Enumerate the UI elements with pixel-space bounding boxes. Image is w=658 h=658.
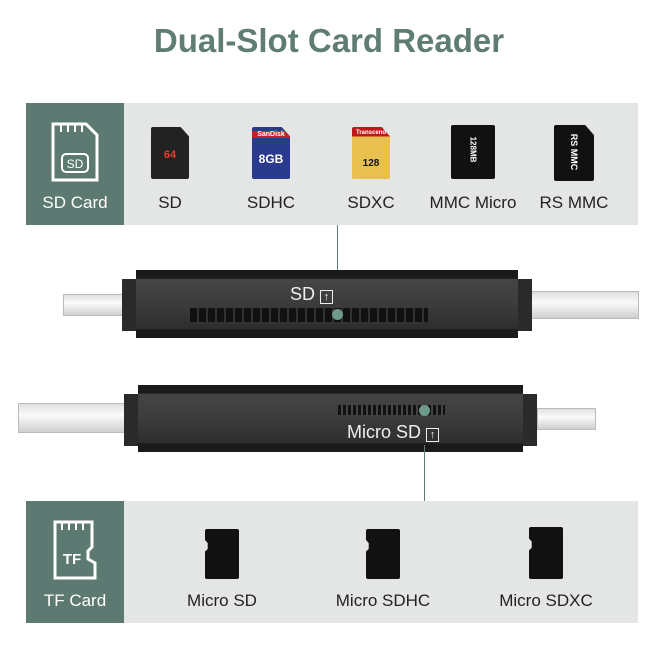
usb-c-plug (537, 408, 596, 430)
svg-text:SD: SD (67, 157, 84, 171)
sd-card-label: SD Card (42, 193, 108, 212)
card-micro-sdxc: Micro SDXC (491, 501, 601, 623)
sd-card-image: 64 (151, 127, 189, 179)
tf-card-panel: TF TF Card Micro SD Micro SDHC Micro SDX… (26, 501, 638, 623)
svg-text:TF: TF (63, 551, 81, 568)
micro-sdxc-card-image (529, 527, 563, 579)
sd-pointer-line (337, 225, 338, 314)
card-label: Micro SDHC (335, 591, 431, 610)
card-label: Micro SDXC (499, 591, 593, 610)
sd-card-icon: SD (51, 122, 99, 182)
sd-slot (190, 308, 428, 322)
card-sd: 64 SD (115, 103, 225, 225)
end-cap (516, 279, 532, 331)
card-label: SDXC (347, 193, 395, 212)
end-cap (124, 394, 140, 446)
reader-sd-side (136, 270, 518, 338)
microsd-slot (338, 405, 445, 415)
tf-card-category: TF TF Card (26, 501, 124, 623)
end-cap (122, 279, 138, 331)
microsd-pointer-line (424, 445, 425, 501)
sd-card-category: SD SD Card (26, 103, 124, 225)
microsd-slot-label: Micro SD ↑ (347, 422, 440, 443)
micro-sd-card-image (205, 529, 239, 579)
page-title: Dual-Slot Card Reader (153, 22, 505, 59)
insert-arrow-icon: ↑ (320, 290, 334, 304)
card-micro-sd: Micro SD (167, 501, 277, 623)
card-label: Micro SD (187, 591, 257, 610)
card-label: SD (158, 193, 182, 212)
card-label: MMC Micro (429, 193, 517, 212)
mmc-micro-card-image: 128MB (451, 125, 495, 179)
rs-mmc-card-image: RS MMC (554, 125, 594, 181)
insert-arrow-icon: ↑ (426, 428, 440, 442)
card-rs-mmc: RS MMC RS MMC (519, 103, 629, 225)
card-label: RS MMC (539, 193, 609, 212)
sd-slot-marker (332, 309, 343, 320)
card-micro-sdhc: Micro SDHC (328, 501, 438, 623)
sd-slot-label: SD ↑ (290, 284, 334, 305)
micro-sdhc-card-image (366, 529, 400, 579)
end-cap (521, 394, 537, 446)
microsd-slot-marker (419, 405, 430, 416)
card-label: SDHC (246, 193, 296, 212)
usb-a-plug (18, 403, 126, 433)
usb-c-plug (63, 294, 125, 316)
usb-a-plug (530, 291, 639, 319)
card-mmc-micro: 128MB MMC Micro (418, 103, 528, 225)
reader-microsd-side (138, 385, 523, 452)
tf-card-label: TF Card (43, 591, 107, 610)
tf-card-icon: TF (53, 520, 97, 580)
